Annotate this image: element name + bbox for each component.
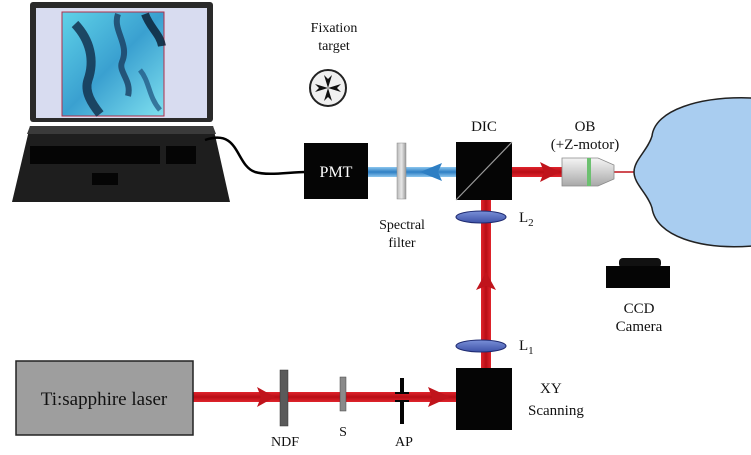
- laser-label: Ti:sapphire laser: [41, 389, 168, 410]
- eye: [633, 97, 751, 248]
- ccd-body: [606, 266, 670, 288]
- dic-label: DIC: [471, 119, 497, 135]
- keyboard-right: [166, 146, 196, 164]
- lens-l2: [455, 210, 507, 224]
- ccd-lens: [619, 258, 661, 268]
- dic-diagonal: [455, 141, 513, 201]
- spectral-label-2: filter: [388, 236, 416, 251]
- objective-lens: OB (+Z-motor): [551, 119, 619, 187]
- lens-l2-label: L2: [519, 210, 534, 229]
- touchpad: [92, 173, 118, 185]
- objective-ring: [587, 158, 591, 186]
- lens-l1: [455, 339, 507, 353]
- emission-beam: [368, 167, 458, 177]
- screen-streak: [113, 12, 132, 97]
- ccd-camera: CCD Camera: [606, 258, 670, 335]
- fixation-label-2: target: [318, 39, 350, 54]
- ndf-filter: [279, 369, 289, 427]
- pmt-label: PMT: [320, 164, 353, 181]
- screen-streak: [137, 68, 162, 112]
- keyboard-left: [30, 146, 160, 164]
- fixation-target: Fixation target: [309, 21, 358, 107]
- ccd-label-1: CCD: [624, 301, 655, 317]
- ccd-label-2: Camera: [616, 319, 663, 335]
- cable: [204, 136, 306, 176]
- excitation-beam-to-ob: [512, 167, 562, 177]
- fixation-label-1: Fixation: [311, 21, 358, 36]
- xy-scanner: XY Scanning: [456, 368, 584, 430]
- excitation-arrow-up: [476, 272, 496, 290]
- pmt-box: [304, 143, 368, 199]
- excitation-arrow-1: [257, 387, 275, 407]
- laser-box: [15, 360, 194, 436]
- laptop: [12, 2, 230, 202]
- shutter: [339, 376, 347, 412]
- xy-label-1: XY: [540, 381, 562, 397]
- excitation-arrow-2: [428, 387, 450, 407]
- xy-scanner-box: [456, 368, 512, 430]
- aperture-label: AP: [395, 435, 413, 450]
- lens-l1-label: L1: [519, 338, 534, 357]
- dichroic-mirror: DIC: [455, 119, 513, 201]
- emission-arrow: [420, 163, 442, 181]
- screen-streak: [71, 20, 104, 117]
- spectral-filter: [396, 142, 407, 200]
- screen-streak: [141, 12, 166, 47]
- excitation-beam-horizontal: [193, 392, 456, 402]
- aperture: [395, 378, 409, 424]
- excitation-arrow-3: [540, 162, 560, 182]
- xy-label-2: Scanning: [528, 403, 584, 419]
- ndf-label: NDF: [271, 435, 299, 450]
- ti-sapphire-laser: Ti:sapphire laser: [15, 360, 194, 436]
- maltese-cross-icon: [315, 75, 341, 101]
- ob-label-1: OB: [575, 119, 596, 135]
- shutter-label: S: [339, 425, 347, 440]
- pmt-detector: PMT: [304, 143, 368, 199]
- ob-label-2: (+Z-motor): [551, 137, 619, 153]
- spectral-label-1: Spectral: [379, 218, 425, 233]
